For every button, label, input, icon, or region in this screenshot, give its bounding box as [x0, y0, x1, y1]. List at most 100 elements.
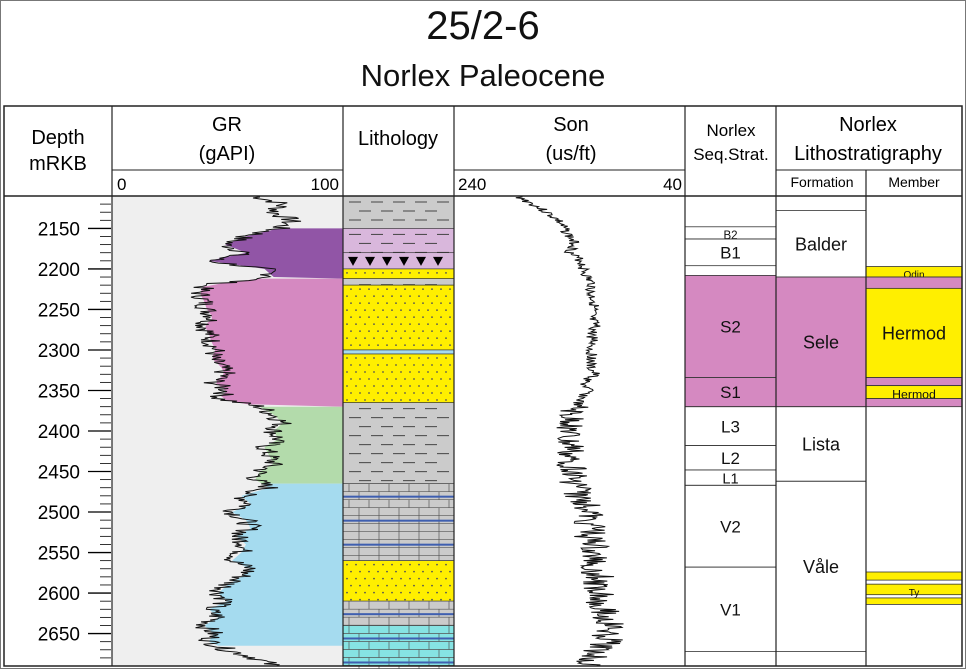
gr-scale-max: 100: [311, 175, 339, 194]
lithology-dot: [431, 570, 433, 573]
lithology-dot: [436, 385, 438, 387]
lithology-dot: [359, 584, 361, 587]
lithology-dot: [364, 591, 366, 594]
lithology-dot: [449, 344, 451, 347]
lithology-dot: [355, 371, 357, 373]
lithology-dot: [422, 378, 424, 380]
lithology-dot: [377, 302, 379, 305]
lithology-dot: [400, 591, 402, 594]
lithology-dot: [395, 570, 397, 573]
lithology-dot: [346, 385, 348, 387]
lithology-dot: [359, 392, 361, 394]
member-label-2: Hermod: [882, 323, 946, 343]
lithology-blue-stripe: [343, 637, 454, 640]
lithology-dot: [431, 288, 433, 291]
lithology-dot: [391, 371, 393, 373]
lithology-dot: [364, 309, 366, 312]
lithology-dot: [422, 330, 424, 333]
lithology-dot: [382, 385, 384, 387]
lithology-dot: [413, 344, 415, 347]
lithology-dot: [440, 584, 442, 587]
depth-tick-label-6: 2450: [38, 463, 80, 484]
lithology-dot: [368, 330, 370, 333]
lithology-dot: [386, 288, 388, 291]
lithology-dot: [346, 577, 348, 580]
lithology-blue-stripe: [343, 519, 454, 522]
lithology-dot: [368, 378, 370, 380]
lithology-dot: [404, 598, 406, 601]
lithology-dot: [377, 584, 379, 587]
lithology-blue-stripe: [343, 495, 454, 498]
lithology-dot: [395, 316, 397, 319]
lithology-dot: [404, 584, 406, 587]
lithology-dot: [368, 302, 370, 305]
lithology-dot: [400, 337, 402, 340]
lithology-dot: [440, 570, 442, 573]
lithology-dot: [436, 399, 438, 401]
lithology-dot: [391, 399, 393, 401]
depth-tick-label-2: 2250: [38, 300, 80, 321]
lithology-dot: [427, 577, 429, 580]
lithology-dot: [427, 591, 429, 594]
lithology-dot: [400, 371, 402, 373]
lithology-bed-6: [342, 349, 455, 355]
lithology-dot: [368, 364, 370, 366]
lithology-pattern-7: [346, 357, 451, 401]
gr-header-line1: GR: [212, 114, 242, 136]
formation-label-3: Våle: [803, 557, 839, 577]
lithology-dot: [400, 272, 402, 274]
lithology-dot: [359, 364, 361, 366]
lithology-dot: [386, 344, 388, 347]
lithology-dot: [382, 295, 384, 298]
gr-zone-fill-2: [255, 406, 343, 484]
depth-header-line2: mRKB: [29, 153, 87, 175]
lithology-bed-7: [342, 353, 455, 403]
lithology-dot: [350, 584, 352, 587]
seqstrat-label-4: L3: [721, 417, 740, 436]
lithology-dot: [373, 323, 375, 326]
lithology-dot: [409, 563, 411, 566]
lithology-dot: [395, 344, 397, 347]
lithology-dot: [400, 323, 402, 326]
lithology-dot: [350, 288, 352, 291]
lithology-dot: [422, 302, 424, 305]
lithology-dot: [346, 309, 348, 312]
lithology-dot: [440, 302, 442, 305]
seqstrat-label-8: V1: [720, 600, 741, 619]
lithology-dot: [382, 309, 384, 312]
lithology-dot: [431, 330, 433, 333]
lithology-dot: [395, 392, 397, 394]
lithology-dot: [355, 399, 357, 401]
lithology-dot: [436, 577, 438, 580]
son-curve: [515, 195, 624, 667]
lithology-dot: [373, 577, 375, 580]
lithology-dot: [449, 316, 451, 319]
lithology-dot: [386, 330, 388, 333]
lithology-dot: [382, 371, 384, 373]
lithology-dot: [364, 323, 366, 326]
lithology-dot: [449, 330, 451, 333]
lithology-dot: [377, 378, 379, 380]
lithology-dot: [427, 399, 429, 401]
lithology-pattern-2: [348, 256, 443, 266]
seqstrat-label-5: L2: [721, 449, 740, 468]
lithology-dot: [346, 337, 348, 340]
lithology-dot: [391, 295, 393, 298]
lithology-dot: [391, 309, 393, 312]
lithology-dot: [436, 371, 438, 373]
lithology-dot: [359, 378, 361, 380]
lithology-dot: [404, 288, 406, 291]
lithology-dot: [449, 288, 451, 291]
lithology-dot: [355, 272, 357, 274]
lithology-dot: [445, 591, 447, 594]
lithology-triangle: [348, 256, 358, 266]
lithology-dot: [355, 309, 357, 312]
member-label-7: Ty: [909, 588, 920, 599]
lithology-dot: [346, 295, 348, 298]
lithology-dot: [431, 316, 433, 319]
son-scale-left: 240: [458, 175, 486, 194]
lithology-dot: [404, 378, 406, 380]
lithology-dot: [364, 272, 366, 274]
depth-tick-label-1: 2200: [38, 260, 80, 281]
lithology-dot: [391, 563, 393, 566]
